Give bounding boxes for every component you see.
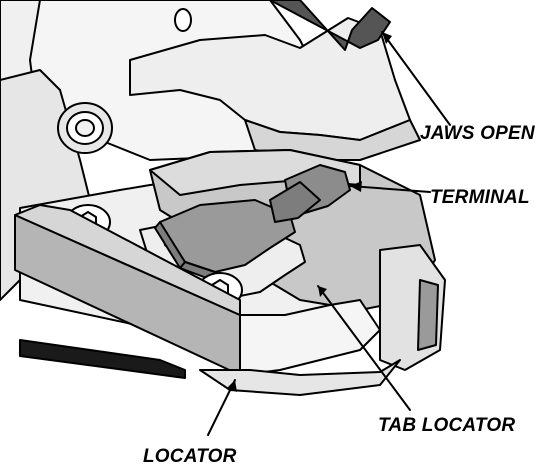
callout-label-locator: LOCATOR <box>143 446 237 467</box>
upper-jaw-edge <box>269 0 391 51</box>
lower-housing <box>199 359 401 396</box>
callout-label-terminal: TERMINAL <box>430 187 530 208</box>
callout-arrowheads <box>227 32 392 392</box>
arrowhead-tab-locator <box>318 286 327 297</box>
frame-hole-icon <box>174 8 192 32</box>
callout-label-tab-locator: TAB LOCATOR <box>378 415 516 436</box>
terminal-icon <box>154 164 351 281</box>
arrowhead-locator <box>227 380 237 392</box>
leader-tab-locator <box>317 285 411 411</box>
callout-label-jaws-open: JAWS OPEN <box>420 123 535 144</box>
arrowhead-jaws-open <box>382 32 392 44</box>
arrowhead-terminal <box>350 181 362 192</box>
leader-terminal <box>349 185 431 193</box>
side-housing-clip <box>417 279 439 351</box>
locator-bar-top <box>14 204 241 316</box>
pivot-bolt-icon <box>57 102 113 154</box>
leader-jaws-open <box>381 31 451 126</box>
dark-band <box>19 339 186 379</box>
